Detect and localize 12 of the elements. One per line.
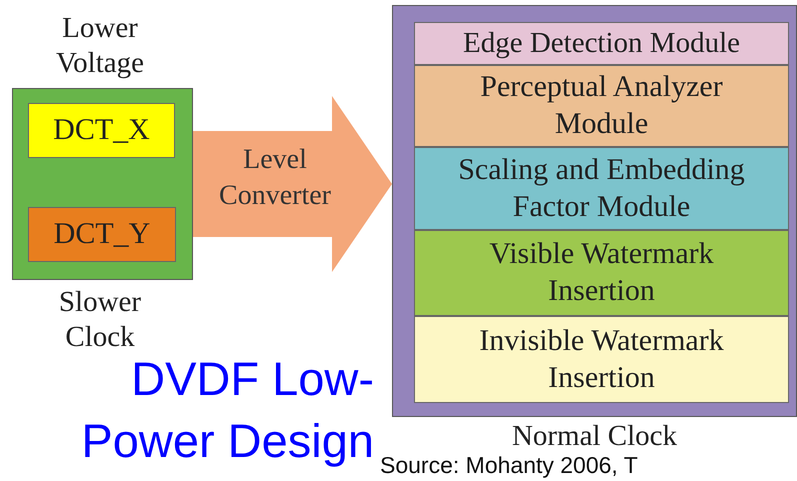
edge-label: Level Converter (218, 143, 332, 214)
module-box: Perceptual Analyzer Module (414, 65, 789, 147)
module-box: Scaling and Embedding Factor Module (414, 147, 789, 230)
panel-caption: Normal Clock (510, 418, 678, 454)
module-box: DCT_Y (28, 207, 176, 262)
panel-heading: Lower Voltage (54, 11, 146, 81)
source-note: Source: Mohanty 2006, T (380, 452, 638, 479)
module-box: Invisible Watermark Insertion (414, 316, 789, 403)
module-box: DCT_X (28, 103, 175, 158)
block-arrow (193, 96, 392, 272)
module-box: Visible Watermark Insertion (414, 230, 789, 316)
module-box: Edge Detection Module (414, 22, 789, 65)
